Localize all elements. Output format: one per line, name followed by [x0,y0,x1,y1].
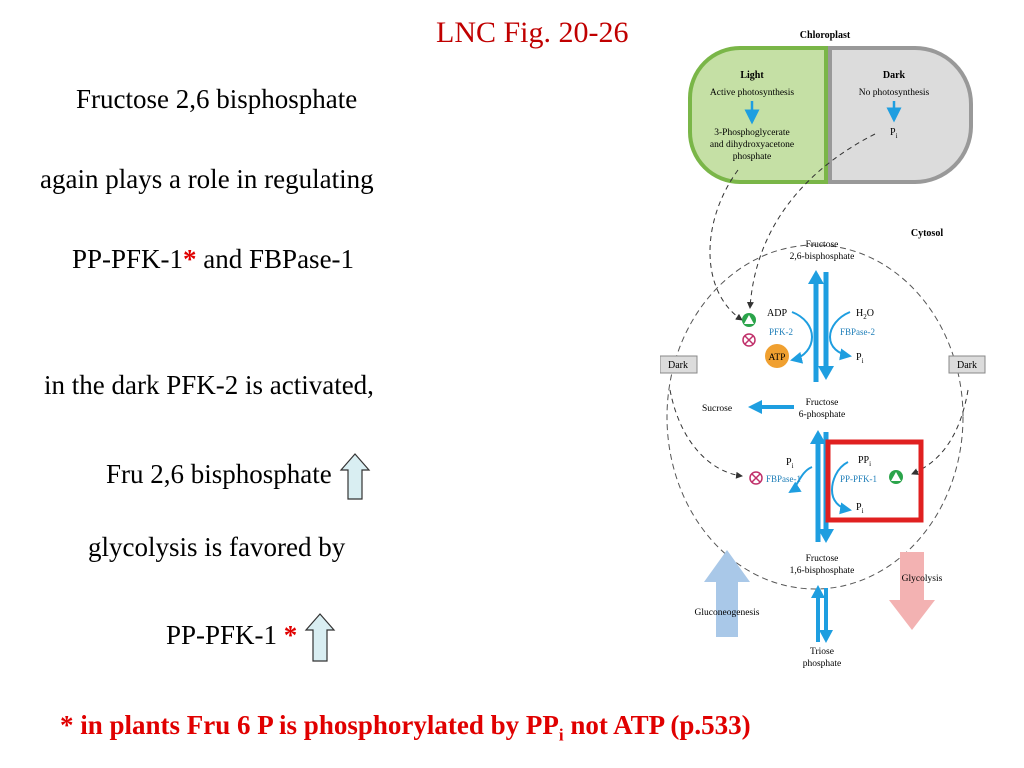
f6p-line-2: 6-phosphate [799,410,845,420]
up-arrow-icon [339,453,370,500]
pp-pfk1-label: PP-PFK-1 [166,620,284,651]
star-marker-2: * [283,620,298,651]
activator-icon [889,470,903,484]
cytosol-label: Cytosol [911,228,943,239]
fbpase2-label: FBPase-2 [840,327,875,337]
cytosol-cycle [666,244,964,590]
slide-title: LNC Fig. 20-26 [436,16,629,49]
pi-pp-pfk1: Pi [856,502,864,515]
dark-box-left [660,355,698,374]
atp-label: ATP [769,353,786,363]
adp-label: ADP [767,308,787,319]
pi-fbpase1: Pi [786,457,794,470]
dark-left-line [669,389,743,479]
f6p-line-1: Fructose [806,398,839,408]
line-enzymes: PP-PFK-1* and FBPase-1 [72,244,354,275]
dark-label: Dark [883,70,906,81]
pp-pfk1-label: PP-PFK-1 [840,474,877,484]
glycolysis-label: Glycolysis [902,574,943,584]
inhibitor-icon [749,471,763,485]
footnote-sub: i [558,725,564,745]
line-pp-pfk1: PP-PFK-1 * [166,612,336,664]
regulation-diagram: Chloroplast Light Active photosynthesis … [660,30,986,669]
triose-line-1: Triose [810,647,834,657]
pga-line-1: 3-Phosphoglycerate [714,128,789,138]
up-arrow-icon [304,613,336,662]
pi-regulation-line [746,133,876,309]
footnote-suffix: not ATP (p.533) [563,710,751,740]
h2o-label: H2O [856,308,874,321]
gluconeogenesis-arrow [704,550,750,637]
f16bp-line-1: Fructose [806,554,839,564]
line-fru26: Fru 2,6 bisphosphate [106,452,371,502]
pp-pfk1-text: PP-PFK-1 [72,244,184,274]
atp-badge [765,344,789,368]
pga-activation-line [709,169,743,321]
triose-line-2: phosphate [803,659,842,669]
fbpase-text: and FBPase-1 [203,244,355,274]
pga-line-2: and dihydroxyacetone [710,140,794,150]
f16bp-line-2: 1,6-bisphosphate [790,566,855,576]
pp-pfk1-highlight [825,439,924,523]
line-glycolysis: glycolysis is favored by [88,532,346,562]
fbpase1-label: FBPase-1 [766,474,801,484]
no-photosynthesis: No photosynthesis [859,88,930,98]
line-fructose: Fructose 2,6 bisphosphate [76,84,358,114]
chloroplast-label: Chloroplast [800,30,851,41]
f26bp-line-1: Fructose [806,240,839,250]
active-photosynthesis: Active photosynthesis [710,88,794,98]
footnote-prefix: * in plants Fru 6 P is phosphorylated by… [60,710,559,740]
f26bp-line-2: 2,6-bisphosphate [790,252,855,262]
pga-line-3: phosphate [733,152,772,162]
pi-chloroplast: Pi [890,127,898,140]
glycolysis-arrow [889,552,935,630]
activator-icon [742,313,756,327]
line-regulating: again plays a role in regulating [40,164,374,194]
sucrose-label: Sucrose [702,404,732,414]
dark-box-right [948,355,986,374]
ppi-label: PPi [858,455,871,468]
dark-box-right-label: Dark [957,360,977,371]
fru26-text: Fru 2,6 bisphosphate [106,459,332,490]
inhibitor-icon [742,333,756,347]
pfk2-label: PFK-2 [769,327,793,337]
footnote: * in plants Fru 6 P is phosphorylated by… [60,710,751,745]
star-marker: * [183,244,197,274]
gluconeogenesis-label: Gluconeogenesis [695,608,760,618]
pi-fbpase2: Pi [856,352,864,365]
light-label: Light [740,70,764,81]
dark-compartment [828,46,973,184]
line-dark: in the dark PFK-2 is activated, [44,370,374,400]
dark-box-left-label: Dark [668,360,688,371]
